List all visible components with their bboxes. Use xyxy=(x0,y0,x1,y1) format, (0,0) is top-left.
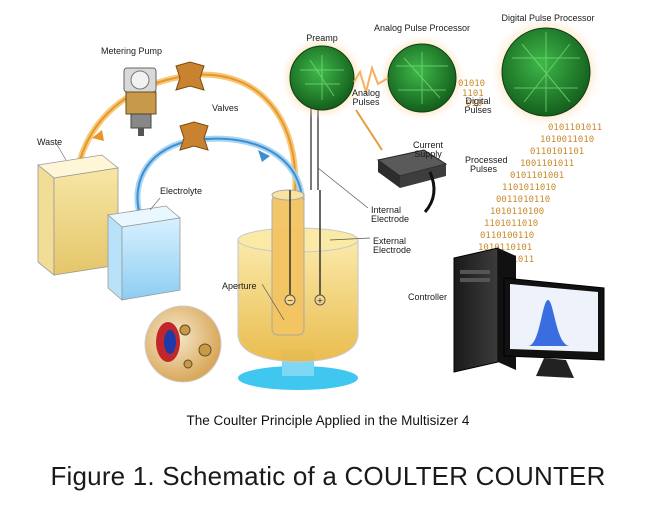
label-digital-pulses-line1: Digital xyxy=(465,96,491,106)
valve-bottom-icon xyxy=(179,121,209,151)
label-internal-electrode-line2: Electrode xyxy=(371,214,410,224)
digital-pulse-processor-board xyxy=(490,16,602,128)
diagram-caption: The Coulter Principle Applied in the Mul… xyxy=(186,413,470,428)
processed-pulse-stream: 0101101011 1010011010 0110101101 1001101… xyxy=(478,123,602,265)
preamp-board xyxy=(280,36,364,120)
svg-text:1101011010: 1101011010 xyxy=(502,183,556,193)
label-analog-pulses-line2: Pulses xyxy=(352,97,380,107)
svg-text:+: + xyxy=(317,296,324,305)
label-digital-pulses-line2: Pulses xyxy=(464,105,492,115)
label-processed-pulses-line2: Pulses xyxy=(470,164,498,174)
svg-text:0101101011: 0101101011 xyxy=(548,123,602,133)
svg-text:0110101101: 0110101101 xyxy=(530,147,584,157)
leader-lines xyxy=(55,142,161,211)
current-supply-icon xyxy=(355,109,448,213)
svg-text:1001101011: 1001101011 xyxy=(520,159,574,169)
svg-text:1010011010: 1010011010 xyxy=(540,135,594,145)
label-controller: Controller xyxy=(408,292,448,302)
label-metering-pump: Metering Pump xyxy=(101,46,163,56)
svg-text:01010: 01010 xyxy=(458,79,485,89)
label-external-electrode-line2: Electrode xyxy=(373,245,412,255)
analog-pulse-signal xyxy=(353,64,389,96)
svg-text:0101101001: 0101101001 xyxy=(510,171,564,181)
aperture-inset xyxy=(144,305,222,383)
valve-top-icon xyxy=(175,61,205,91)
label-aperture: Aperture xyxy=(222,281,257,291)
digital-pulse-stream: 01010 1101 010 xyxy=(458,79,485,109)
label-digital-pulse-processor: Digital Pulse Processor xyxy=(501,13,595,23)
label-processed-pulses-line1: Processed xyxy=(465,155,508,165)
analog-pulse-processor-board xyxy=(378,34,466,122)
svg-text:0011010110: 0011010110 xyxy=(496,195,550,205)
label-current-supply-line2: Supply xyxy=(414,149,442,159)
svg-text:010: 010 xyxy=(466,99,482,109)
label-analog-pulse-processor: Analog Pulse Processor xyxy=(373,23,471,33)
label-current-supply-line1: Current xyxy=(412,140,444,150)
aperture-tube xyxy=(271,189,305,336)
electrolyte-container xyxy=(107,205,181,301)
label-valves: Valves xyxy=(212,103,239,113)
svg-text:1101: 1101 xyxy=(462,89,484,99)
svg-text:1010110100: 1010110100 xyxy=(490,207,544,217)
label-waste: Waste xyxy=(37,137,63,147)
waste-container xyxy=(37,154,119,276)
label-external-electrode-line1: External xyxy=(373,236,407,246)
controller-computer xyxy=(453,247,605,378)
label-preamp: Preamp xyxy=(306,33,338,43)
figure-title: Figure 1. Schematic of a COULTER COUNTER xyxy=(50,461,606,491)
svg-text:1010110101: 1010110101 xyxy=(478,243,532,253)
label-analog-pulses-line1: Analog xyxy=(351,88,381,98)
label-internal-electrode-line1: Internal xyxy=(371,205,402,215)
svg-text:0110100110: 0110100110 xyxy=(480,231,534,241)
svg-text:1101011010: 1101011010 xyxy=(484,219,538,229)
svg-text:−: − xyxy=(287,296,294,305)
metering-pump-icon xyxy=(123,67,157,136)
label-electrolyte: Electrolyte xyxy=(160,186,203,196)
